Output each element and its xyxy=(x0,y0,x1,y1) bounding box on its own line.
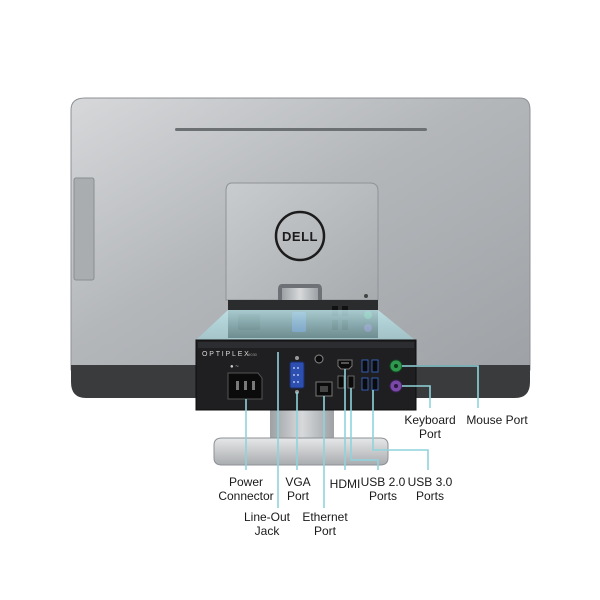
callout-hdmi: HDMI xyxy=(329,477,361,491)
power-connector-port: ● ~ xyxy=(227,364,263,400)
vga-port xyxy=(289,356,305,394)
io-panel-magnified: OPTIPLEX 9030 ● ~ xyxy=(195,339,417,411)
callout-vga-port: VGA Port xyxy=(285,475,311,503)
callout-usb-3-ports: USB 3.0 Ports xyxy=(407,475,453,503)
highlight-wedge xyxy=(196,310,415,340)
dell-logo: DELL xyxy=(274,210,326,262)
svg-text:● ~: ● ~ xyxy=(230,364,239,370)
line-out-jack xyxy=(314,354,324,364)
keyboard-ps2-port xyxy=(389,379,403,393)
svg-text:9030: 9030 xyxy=(248,352,258,357)
hdmi-port xyxy=(337,359,353,370)
ethernet-port xyxy=(315,381,333,397)
callout-ethernet-port: Ethernet Port xyxy=(302,510,348,538)
svg-text:OPTIPLEX: OPTIPLEX xyxy=(202,351,251,358)
callout-lines xyxy=(245,352,479,508)
callout-keyboard-port: Keyboard Port xyxy=(404,413,456,441)
usb-3-ports xyxy=(361,359,379,391)
callout-line-out-jack: Line-Out Jack xyxy=(243,510,291,538)
svg-text:DELL: DELL xyxy=(282,229,318,244)
callout-mouse-port: Mouse Port xyxy=(466,413,528,427)
callout-power-connector: Power Connector xyxy=(218,475,274,503)
mouse-ps2-port xyxy=(389,359,403,373)
callout-usb-2-ports: USB 2.0 Ports xyxy=(360,475,406,503)
